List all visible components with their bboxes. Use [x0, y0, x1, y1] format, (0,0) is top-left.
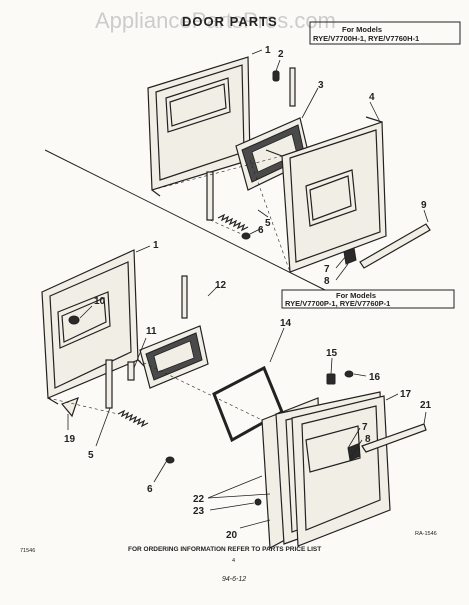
model-box-top: For Models RYE/V7700H-1, RYE/V7760H-1 [309, 21, 461, 45]
callout-bottom-23: 23 [193, 506, 205, 517]
model-box-top-models: RYE/V7700H-1, RYE/V7760H-1 [313, 34, 419, 43]
model-box-bottom-heading: For Models [336, 291, 376, 300]
footer-left-code: 71546 [20, 548, 35, 554]
callout-bottom-17: 17 [400, 389, 412, 400]
callout-top-7: 7 [324, 264, 330, 275]
callout-bottom-6: 6 [147, 484, 153, 495]
section-divider [44, 149, 326, 291]
inner-door-liner-bottom [41, 249, 145, 405]
top-assembly [147, 56, 431, 273]
page-title: DOOR PARTS [182, 14, 278, 29]
door-spring-bottom [117, 409, 149, 428]
hinge-rod-bottom [105, 359, 113, 409]
figure-code: RA-1546 [415, 531, 437, 537]
callout-bottom-11: 11 [146, 326, 157, 337]
grommet-part-10 [68, 315, 80, 325]
callout-top-5: 5 [265, 218, 271, 229]
callout-bottom-20: 20 [226, 530, 238, 541]
callout-bottom-5: 5 [88, 450, 94, 461]
callout-bottom-10: 10 [94, 296, 106, 307]
callout-top-2: 2 [278, 49, 284, 60]
callout-top-4: 4 [369, 92, 375, 103]
callout-bottom-15: 15 [326, 348, 338, 359]
clip-part-15 [326, 373, 336, 385]
ordering-note: FOR ORDERING INFORMATION REFER TO PARTS … [128, 546, 321, 553]
callout-top-8: 8 [324, 276, 330, 287]
callout-top-1: 1 [265, 45, 271, 56]
callout-bottom-14: 14 [280, 318, 292, 329]
callout-bottom-22: 22 [193, 494, 205, 505]
bracket-part-11 [127, 361, 135, 381]
warning-label-part-19 [60, 396, 79, 418]
screw-part-23 [254, 498, 262, 506]
page-number: 4 [232, 558, 235, 564]
callout-bottom-12: 12 [215, 280, 227, 291]
callout-top-9: 9 [421, 200, 427, 211]
hinge-rod-left-top [206, 171, 214, 221]
model-box-bottom: For Models RYE/V7700P-1, RYE/V7760P-1 [281, 289, 455, 309]
callout-bottom-16: 16 [369, 372, 381, 383]
inner-door-liner-top [147, 56, 257, 197]
watermark-text: AppliancePartsPros.com [95, 8, 336, 33]
callout-bottom-19: 19 [64, 434, 76, 445]
callout-bottom-8: 8 [365, 434, 371, 445]
screw-part-16 [344, 370, 354, 378]
callout-bottom-1: 1 [153, 240, 159, 251]
window-pack-bottom [139, 325, 209, 389]
callout-top-6: 6 [258, 225, 264, 236]
screw-part-6-top [241, 232, 251, 240]
hinge-rod-right-bottom [181, 275, 188, 319]
door-spring-top [217, 213, 249, 232]
model-box-bottom-models: RYE/V7700P-1, RYE/V7760P-1 [285, 299, 390, 308]
outer-door-panel-bottom [261, 391, 391, 549]
screw-part-6-bottom [165, 456, 175, 464]
callout-top-3: 3 [318, 80, 324, 91]
model-box-top-heading: For Models [342, 25, 382, 34]
footer: 71546 RA-1546 FOR ORDERING INFORMATION R… [20, 531, 437, 583]
callout-bottom-7: 7 [362, 422, 368, 433]
hinge-rod-right-top [289, 67, 296, 107]
date-code: 94-6-12 [222, 576, 246, 583]
callouts-top: 1 2 3 4 5 6 9 7 8 [249, 45, 429, 287]
callout-bottom-21: 21 [420, 400, 432, 411]
door-handle-top [343, 223, 431, 269]
clip-part-2 [272, 70, 280, 82]
callouts-bottom: 1 10 11 12 14 15 16 17 21 7 8 19 5 6 22 … [64, 240, 432, 541]
bottom-assembly [41, 249, 427, 549]
